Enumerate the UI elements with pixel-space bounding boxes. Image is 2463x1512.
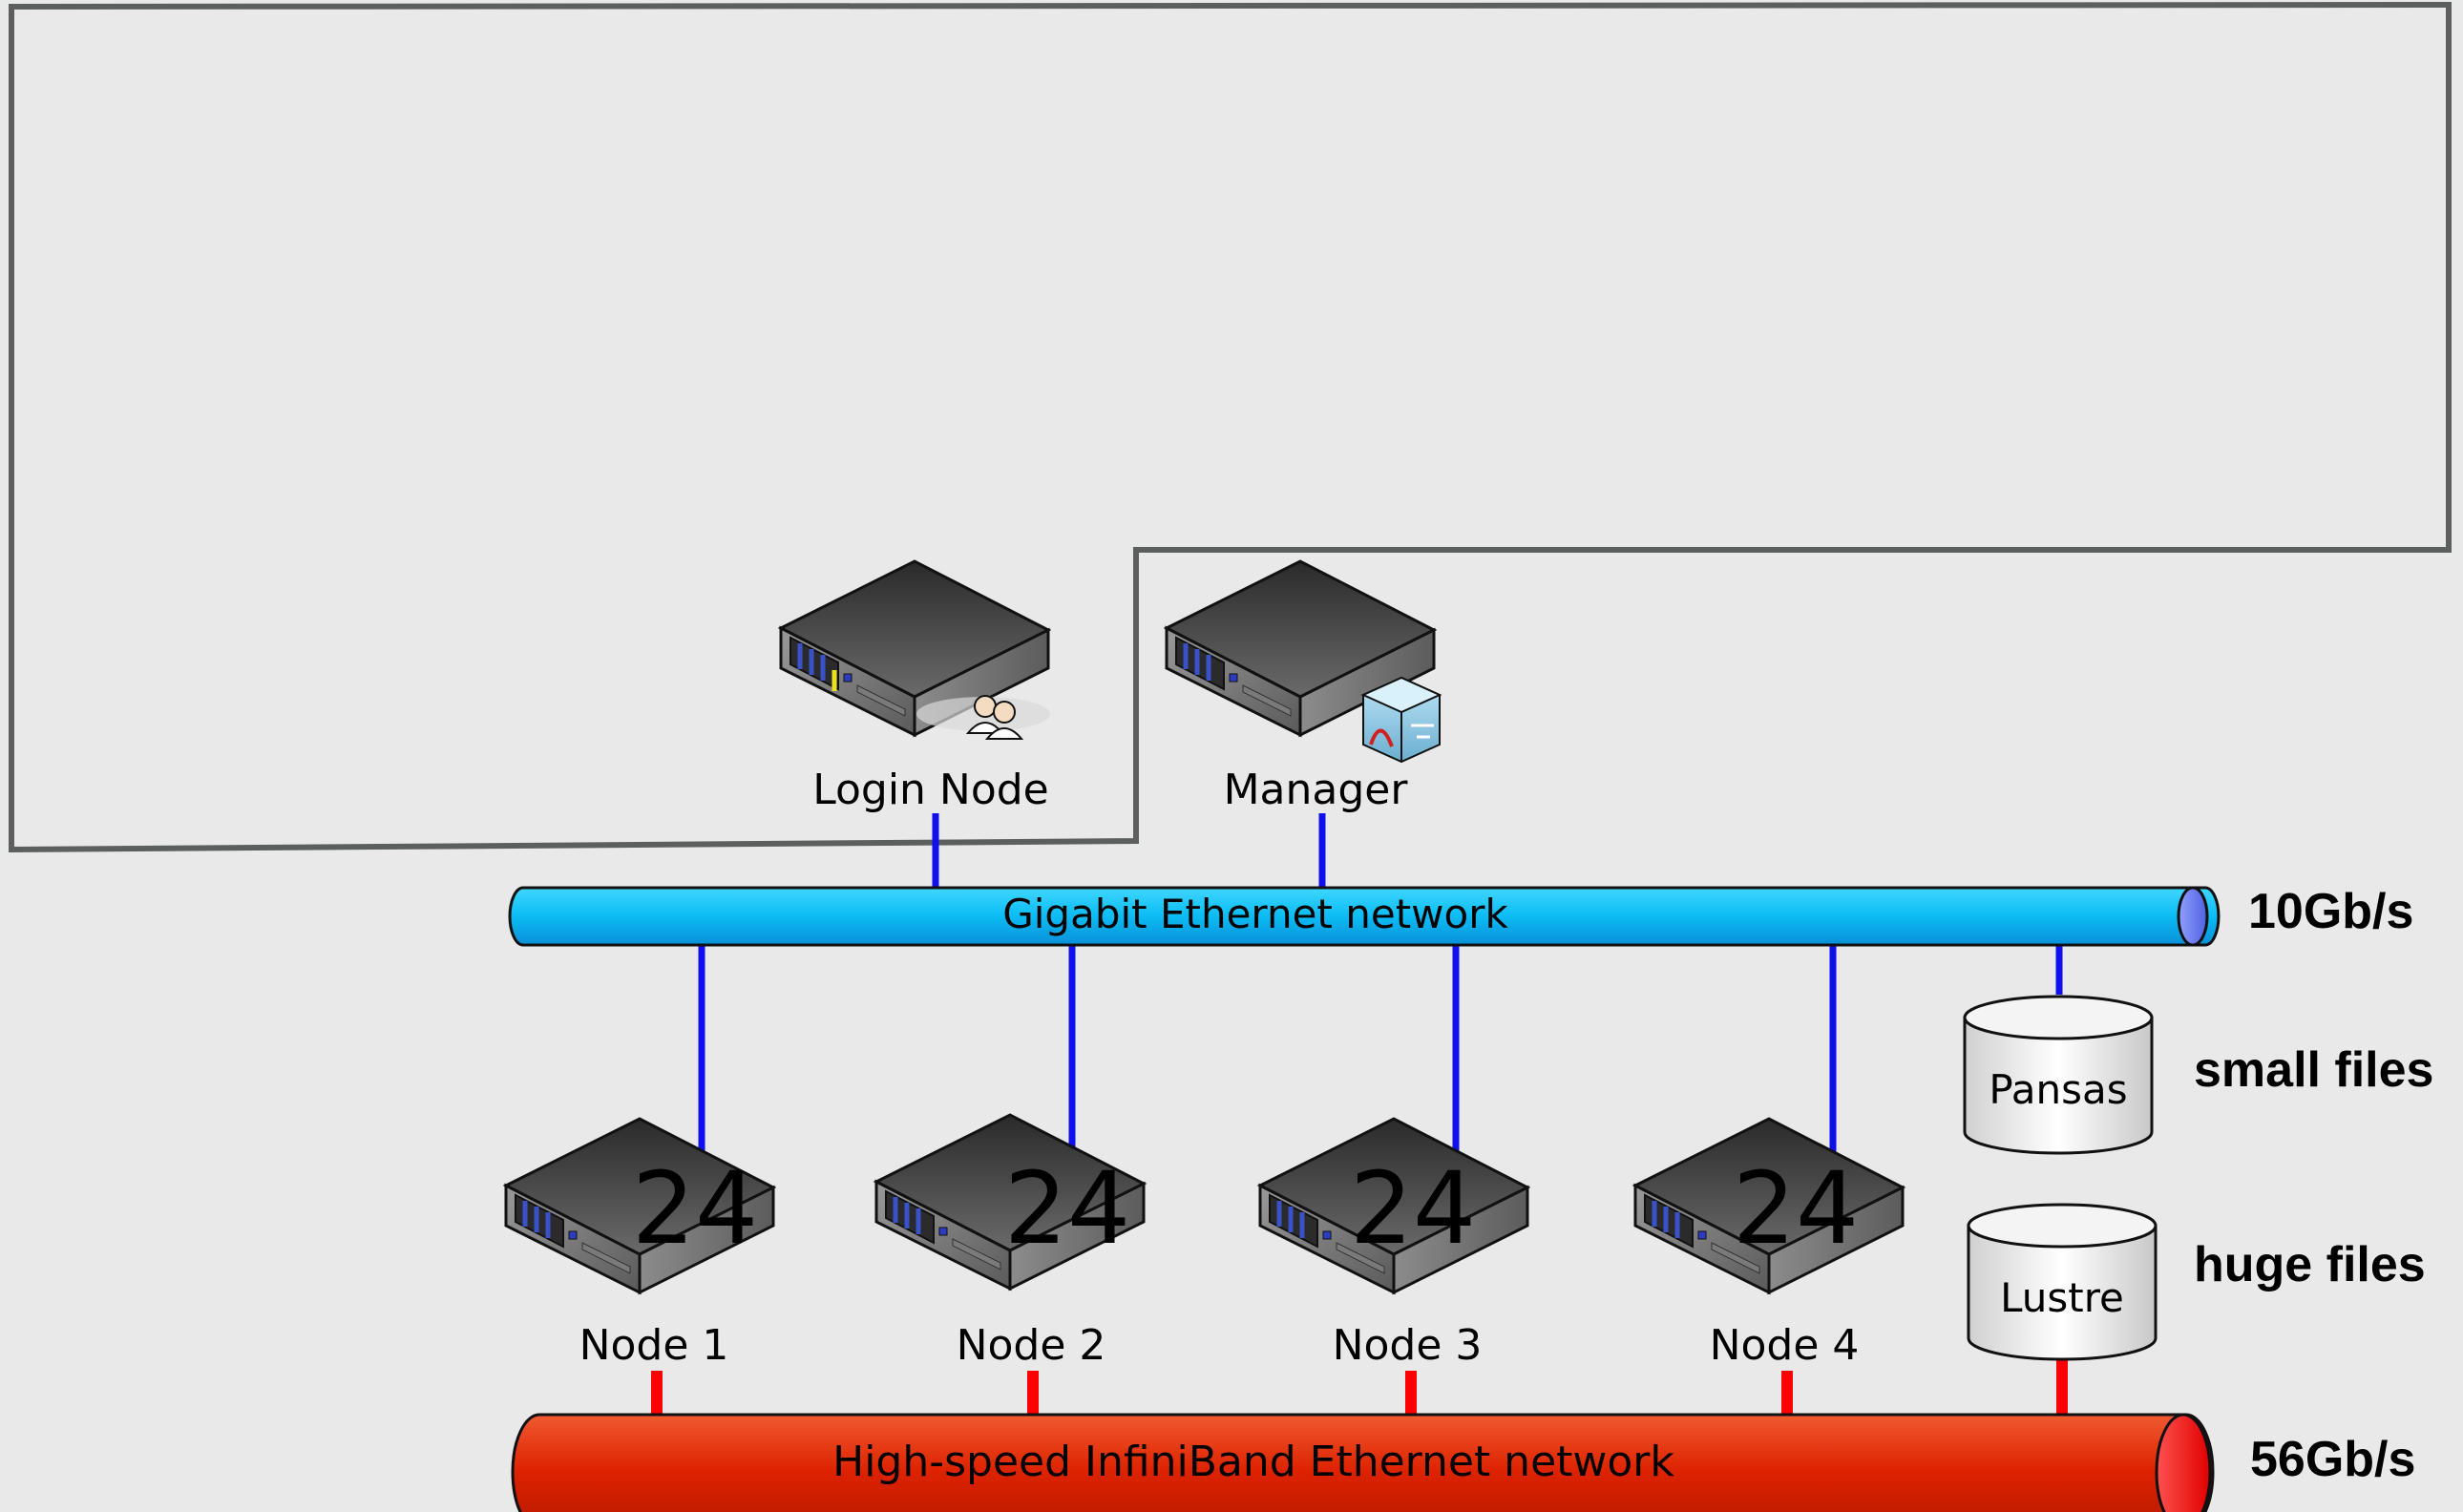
manager-server[interactable] xyxy=(1167,561,1442,764)
lustre-note: huge files xyxy=(2194,1237,2426,1292)
lustre-label: Lustre xyxy=(2000,1274,2124,1321)
node-1-label: Node 1 xyxy=(579,1321,729,1370)
users-icon xyxy=(965,695,1024,740)
cube-icon xyxy=(1360,676,1442,764)
pansas-storage[interactable]: Pansas xyxy=(1963,995,2154,1155)
login-node-server[interactable] xyxy=(781,561,1050,740)
node-3-cores: 24 xyxy=(1350,1150,1476,1267)
node-3-label: Node 3 xyxy=(1333,1321,1483,1370)
ethernet-speed: 10Gb/s xyxy=(2248,884,2413,939)
node-2-cores: 24 xyxy=(1004,1150,1130,1267)
login-node-label: Login Node xyxy=(812,766,1049,814)
infiniband-speed: 56Gb/s xyxy=(2250,1432,2415,1487)
node-1-cores: 24 xyxy=(632,1150,758,1267)
infiniband-bus-label: High-speed InfiniBand Ethernet network xyxy=(832,1438,1674,1486)
compute-node-4[interactable]: 24 xyxy=(1635,1119,1903,1292)
infiniband-bus: High-speed InfiniBand Ethernet network xyxy=(511,1413,2215,1512)
ethernet-bus: Gigabit Ethernet network xyxy=(508,886,2221,947)
compute-node-1[interactable]: 24 xyxy=(506,1119,773,1292)
compute-node-3[interactable]: 24 xyxy=(1260,1119,1527,1292)
ethernet-bus-label: Gigabit Ethernet network xyxy=(1002,891,1508,937)
manager-label: Manager xyxy=(1224,766,1409,814)
node-4-label: Node 4 xyxy=(1710,1321,1860,1370)
ethernet-links xyxy=(698,813,2063,1157)
lustre-storage[interactable]: Lustre xyxy=(1967,1203,2158,1361)
pansas-note: small files xyxy=(2194,1042,2433,1098)
compute-node-2[interactable]: 24 xyxy=(876,1115,1144,1289)
infiniband-links xyxy=(651,1359,2068,1417)
pansas-label: Pansas xyxy=(1989,1066,2127,1113)
login-zone-outline xyxy=(9,1,2452,853)
node-4-cores: 24 xyxy=(1733,1150,1859,1267)
node-2-label: Node 2 xyxy=(957,1321,1106,1370)
